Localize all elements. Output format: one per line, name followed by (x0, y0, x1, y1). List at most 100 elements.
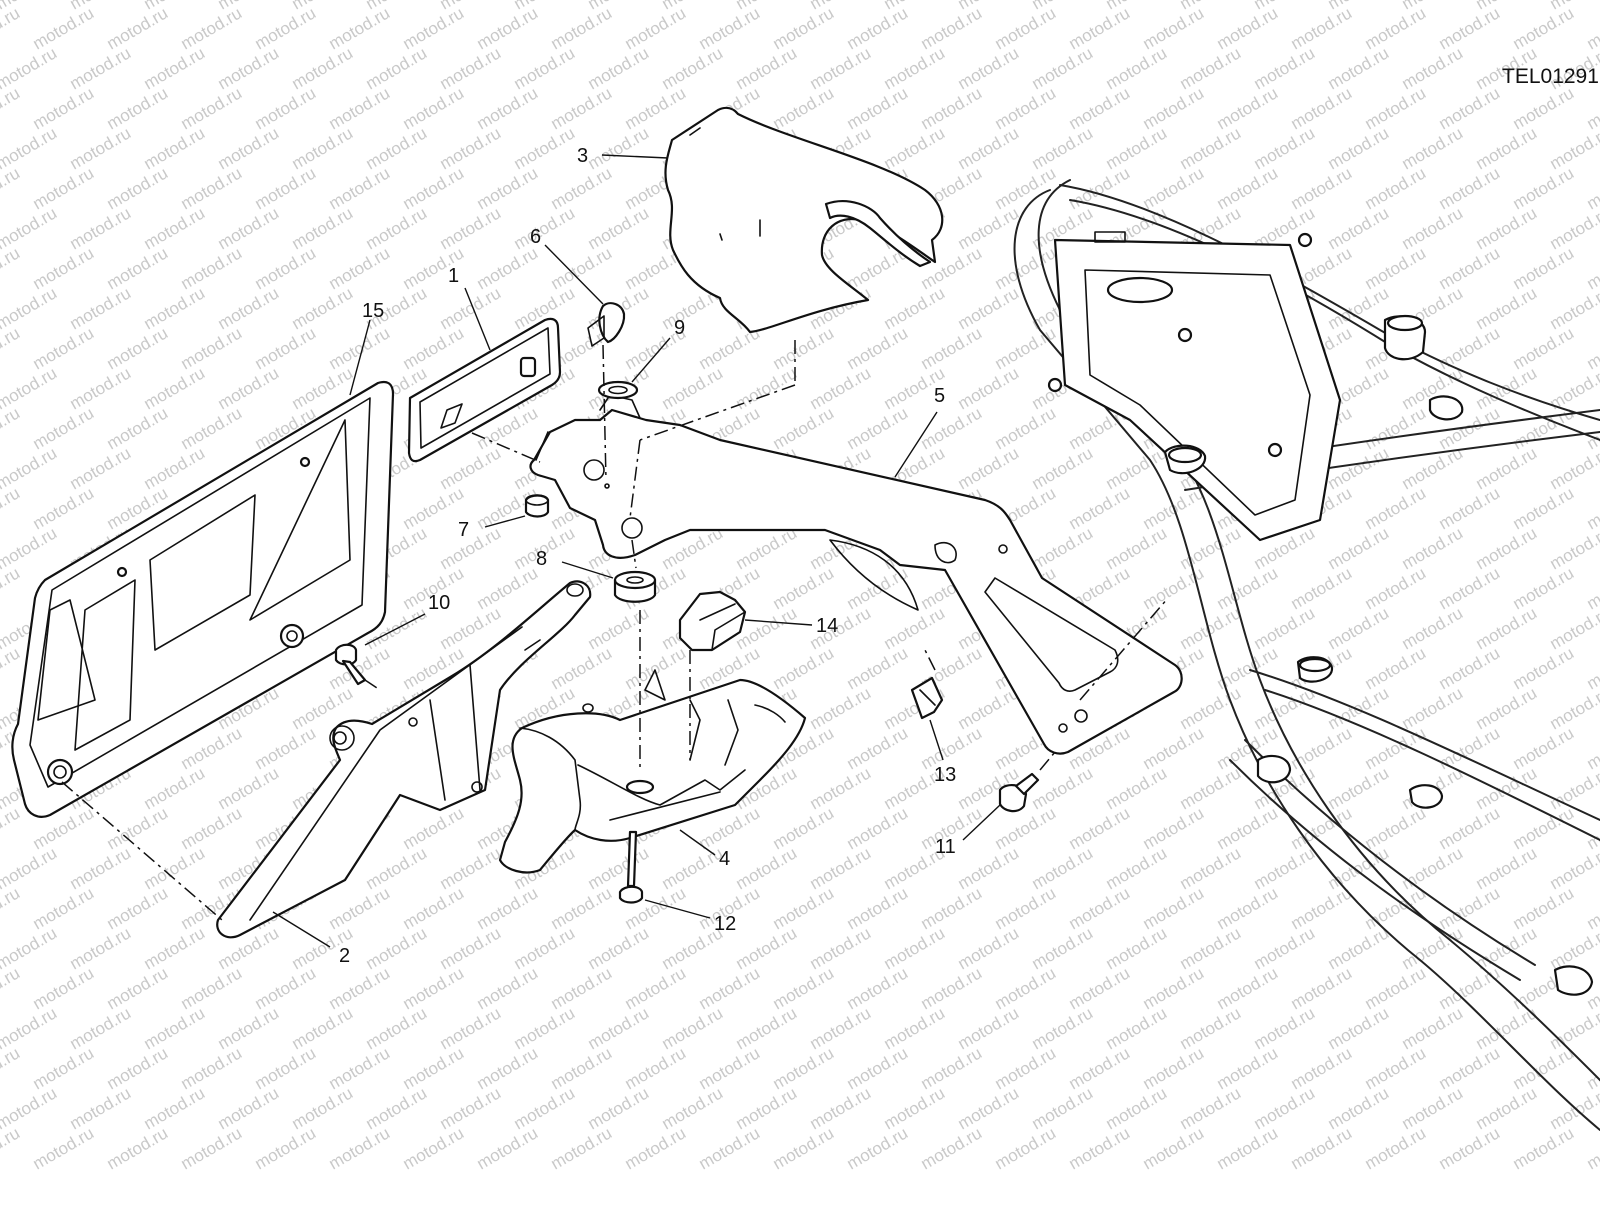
watermark-text: motod.ru (30, 1123, 98, 1173)
watermark-text: motod.ru (30, 243, 98, 293)
watermark-text: motod.ru (696, 1043, 764, 1093)
watermark-text: motod.ru (955, 283, 1023, 333)
callout-12: 12 (714, 913, 736, 935)
watermark-text: motod.ru (1325, 443, 1393, 493)
watermark-text: motod.ru (1325, 763, 1393, 813)
watermark-text: motod.ru (1251, 603, 1319, 653)
watermark-text: motod.ru (104, 323, 172, 373)
callout-5: 5 (934, 385, 945, 407)
watermark-text: motod.ru (1510, 323, 1578, 373)
watermark-text: motod.ru (881, 1083, 949, 1133)
watermark-text: motod.ru (770, 403, 838, 453)
watermark-text: motod.ru (252, 1123, 320, 1173)
watermark-text: motod.ru (326, 83, 394, 133)
watermark-text: motod.ru (0, 643, 23, 693)
watermark-text: motod.ru (1473, 123, 1541, 173)
watermark-text: motod.ru (1325, 43, 1393, 93)
watermark-text: motod.ru (770, 1123, 838, 1173)
watermark-text: motod.ru (104, 3, 172, 53)
watermark-text: motod.ru (1325, 1083, 1393, 1133)
watermark-text: motod.ru (1399, 843, 1467, 893)
part-8-rubber-bush (615, 572, 655, 602)
watermark-text: motod.ru (1214, 1123, 1282, 1173)
watermark-text: motod.ru (1103, 1083, 1171, 1133)
watermark-text: motod.ru (437, 923, 505, 973)
watermark-text: motod.ru (0, 883, 23, 933)
watermark-text: motod.ru (1399, 43, 1467, 93)
watermark-text: motod.ru (252, 3, 320, 53)
watermark-text: motod.ru (437, 283, 505, 333)
watermark-text: motod.ru (1177, 603, 1245, 653)
watermark-text: motod.ru (1547, 523, 1600, 573)
watermark-text: motod.ru (770, 643, 838, 693)
watermark-text: motod.ru (474, 243, 542, 293)
watermark-text: motod.ru (1362, 163, 1430, 213)
watermark-text: motod.ru (1177, 763, 1245, 813)
watermark-text: motod.ru (511, 1003, 579, 1053)
watermark-text: motod.ru (1510, 643, 1578, 693)
watermark-text: motod.ru (67, 203, 135, 253)
watermark-text: motod.ru (992, 3, 1060, 53)
watermark-text: motod.ru (1177, 123, 1245, 173)
watermark-text: motod.ru (918, 403, 986, 453)
watermark-text: motod.ru (511, 43, 579, 93)
watermark-text: motod.ru (363, 1083, 431, 1133)
watermark-text: motod.ru (1510, 83, 1578, 133)
watermark-text: motod.ru (1288, 563, 1356, 613)
watermark-text: motod.ru (1177, 923, 1245, 973)
watermark-text: motod.ru (659, 1083, 727, 1133)
watermark-text: motod.ru (1140, 163, 1208, 213)
watermark-text: motod.ru (1399, 123, 1467, 173)
watermark-text: motod.ru (585, 1083, 653, 1133)
watermark-text: motod.ru (622, 1123, 690, 1173)
watermark-text: motod.ru (178, 163, 246, 213)
watermark-text: motod.ru (326, 323, 394, 373)
watermark-text: motod.ru (104, 163, 172, 213)
watermark-text: motod.ru (1325, 603, 1393, 653)
watermark-text: motod.ru (1362, 1043, 1430, 1093)
watermark-text: motod.ru (1436, 3, 1504, 53)
watermark-text: motod.ru (363, 43, 431, 93)
watermark-text: motod.ru (0, 83, 23, 133)
watermark-text: motod.ru (881, 923, 949, 973)
watermark-text: motod.ru (807, 923, 875, 973)
watermark-text: motod.ru (363, 923, 431, 973)
watermark-text: motod.ru (1399, 603, 1467, 653)
watermark-text: motod.ru (1251, 1003, 1319, 1053)
watermark-text: motod.ru (1177, 1083, 1245, 1133)
watermark-text: motod.ru (1547, 1003, 1600, 1053)
watermark-text: motod.ru (881, 603, 949, 653)
watermark-text: motod.ru (1325, 123, 1393, 173)
watermark-text: motod.ru (1362, 563, 1430, 613)
watermark-text: motod.ru (1584, 3, 1600, 53)
watermark-text: motod.ru (1362, 643, 1430, 693)
watermark-text: motod.ru (437, 1003, 505, 1053)
watermark-text: motod.ru (1399, 523, 1467, 573)
watermark-text: motod.ru (178, 323, 246, 373)
watermark-text: motod.ru (1510, 883, 1578, 933)
watermark-text: motod.ru (918, 83, 986, 133)
watermark-text: motod.ru (30, 403, 98, 453)
watermark-text: motod.ru (733, 843, 801, 893)
watermark-text: motod.ru (252, 163, 320, 213)
watermark-text: motod.ru (807, 363, 875, 413)
watermark-text: motod.ru (104, 243, 172, 293)
watermark-text: motod.ru (1473, 203, 1541, 253)
watermark-text: motod.ru (1510, 723, 1578, 773)
watermark-text: motod.ru (992, 803, 1060, 853)
watermark-text: motod.ru (1140, 963, 1208, 1013)
watermark-text: motod.ru (363, 203, 431, 253)
watermark-text: motod.ru (178, 1123, 246, 1173)
watermark-text: motod.ru (585, 43, 653, 93)
watermark-text: motod.ru (289, 43, 357, 93)
watermark-text: motod.ru (67, 123, 135, 173)
watermark-text: motod.ru (1584, 643, 1600, 693)
watermark-text: motod.ru (955, 123, 1023, 173)
watermark-text: motod.ru (770, 803, 838, 853)
watermark-text: motod.ru (141, 203, 209, 253)
watermark-text: motod.ru (1547, 683, 1600, 733)
watermark-text: motod.ru (881, 283, 949, 333)
watermark-text: motod.ru (252, 243, 320, 293)
watermark-text: motod.ru (1473, 603, 1541, 653)
watermark-text: motod.ru (1510, 163, 1578, 213)
